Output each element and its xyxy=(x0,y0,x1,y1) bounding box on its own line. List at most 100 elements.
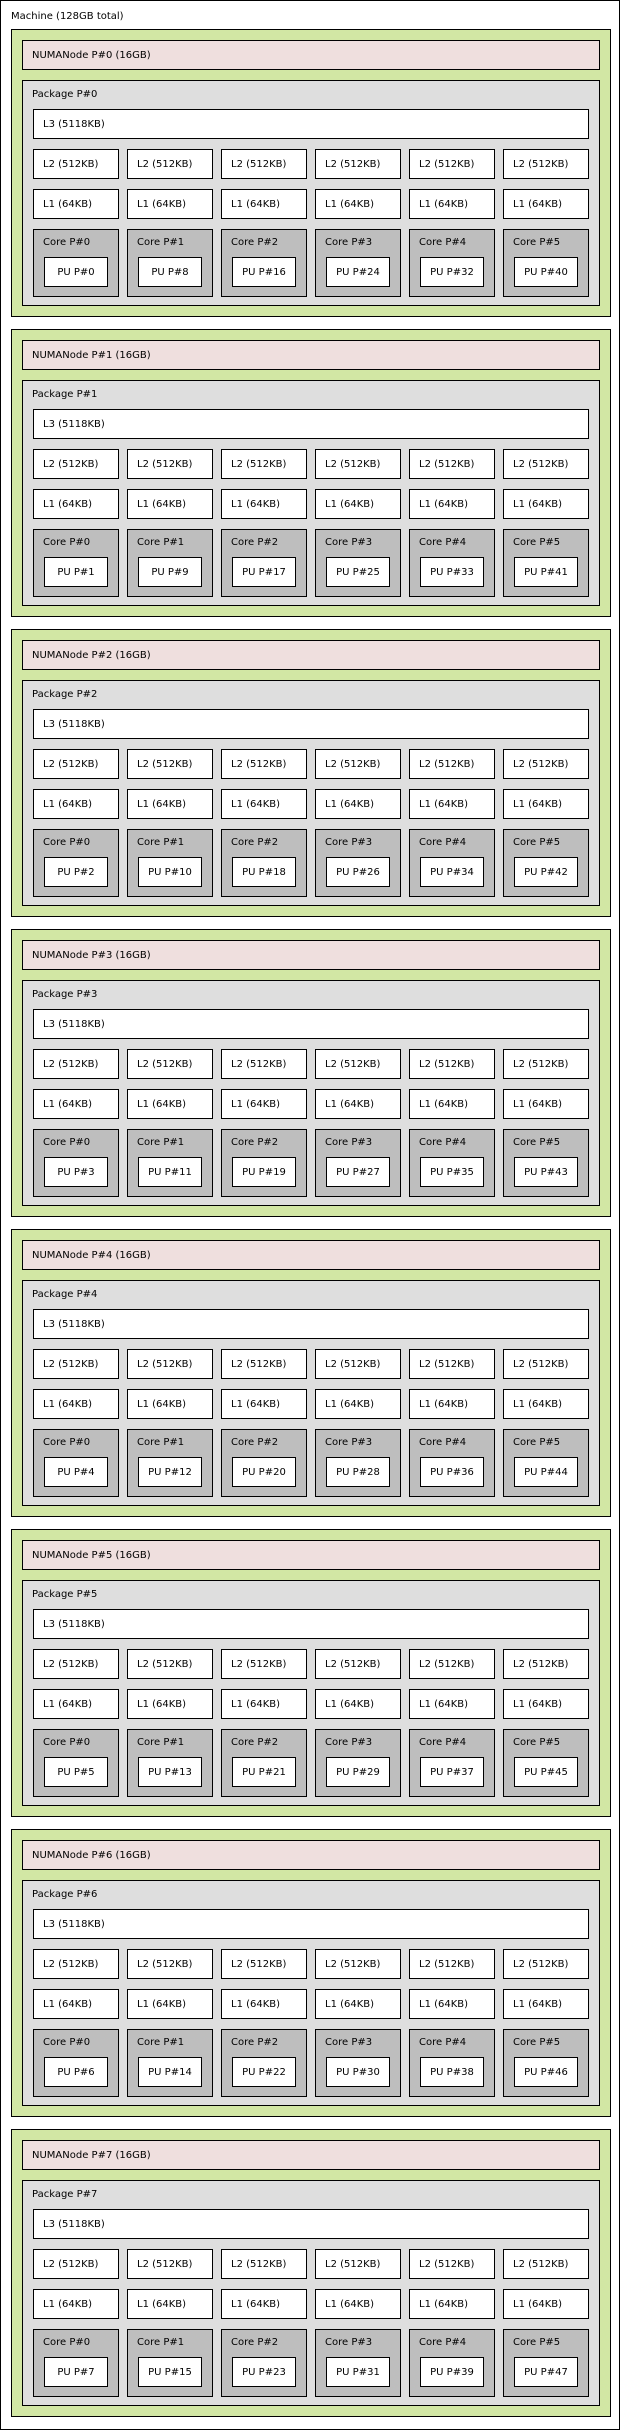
l2-cache[interactable]: L2 (512KB) xyxy=(503,1349,589,1379)
l2-cache[interactable]: L2 (512KB) xyxy=(503,749,589,779)
pu-box[interactable]: PU P#24 xyxy=(326,257,390,287)
l1-cache[interactable]: L1 (64KB) xyxy=(221,489,307,519)
l3-cache[interactable]: L3 (5118KB) xyxy=(33,109,589,139)
l3-cache[interactable]: L3 (5118KB) xyxy=(33,1909,589,1939)
pu-box[interactable]: PU P#19 xyxy=(232,1157,296,1187)
pu-box[interactable]: PU P#17 xyxy=(232,557,296,587)
pu-box[interactable]: PU P#8 xyxy=(138,257,202,287)
l1-cache[interactable]: L1 (64KB) xyxy=(409,1989,495,2019)
l2-cache[interactable]: L2 (512KB) xyxy=(315,1649,401,1679)
l1-cache[interactable]: L1 (64KB) xyxy=(33,1089,119,1119)
l1-cache[interactable]: L1 (64KB) xyxy=(127,2289,213,2319)
l2-cache[interactable]: L2 (512KB) xyxy=(315,1949,401,1979)
pu-box[interactable]: PU P#4 xyxy=(44,1457,108,1487)
l1-cache[interactable]: L1 (64KB) xyxy=(315,489,401,519)
pu-box[interactable]: PU P#40 xyxy=(514,257,578,287)
l1-cache[interactable]: L1 (64KB) xyxy=(221,1689,307,1719)
pu-box[interactable]: PU P#15 xyxy=(138,2357,202,2387)
pu-box[interactable]: PU P#32 xyxy=(420,257,484,287)
l1-cache[interactable]: L1 (64KB) xyxy=(503,489,589,519)
l1-cache[interactable]: L1 (64KB) xyxy=(33,1989,119,2019)
l2-cache[interactable]: L2 (512KB) xyxy=(315,149,401,179)
l2-cache[interactable]: L2 (512KB) xyxy=(33,449,119,479)
pu-box[interactable]: PU P#30 xyxy=(326,2057,390,2087)
l1-cache[interactable]: L1 (64KB) xyxy=(315,1689,401,1719)
l2-cache[interactable]: L2 (512KB) xyxy=(409,1049,495,1079)
l2-cache[interactable]: L2 (512KB) xyxy=(221,1349,307,1379)
pu-box[interactable]: PU P#39 xyxy=(420,2357,484,2387)
l2-cache[interactable]: L2 (512KB) xyxy=(33,749,119,779)
l2-cache[interactable]: L2 (512KB) xyxy=(315,449,401,479)
l1-cache[interactable]: L1 (64KB) xyxy=(315,189,401,219)
pu-box[interactable]: PU P#42 xyxy=(514,857,578,887)
l2-cache[interactable]: L2 (512KB) xyxy=(315,1049,401,1079)
l2-cache[interactable]: L2 (512KB) xyxy=(409,2249,495,2279)
l2-cache[interactable]: L2 (512KB) xyxy=(503,1949,589,1979)
l2-cache[interactable]: L2 (512KB) xyxy=(33,1349,119,1379)
l3-cache[interactable]: L3 (5118KB) xyxy=(33,409,589,439)
pu-box[interactable]: PU P#21 xyxy=(232,1757,296,1787)
l1-cache[interactable]: L1 (64KB) xyxy=(221,789,307,819)
pu-box[interactable]: PU P#27 xyxy=(326,1157,390,1187)
l2-cache[interactable]: L2 (512KB) xyxy=(221,1949,307,1979)
l2-cache[interactable]: L2 (512KB) xyxy=(127,749,213,779)
pu-box[interactable]: PU P#12 xyxy=(138,1457,202,1487)
pu-box[interactable]: PU P#10 xyxy=(138,857,202,887)
l3-cache[interactable]: L3 (5118KB) xyxy=(33,2209,589,2239)
l2-cache[interactable]: L2 (512KB) xyxy=(33,1649,119,1679)
l2-cache[interactable]: L2 (512KB) xyxy=(221,2249,307,2279)
l2-cache[interactable]: L2 (512KB) xyxy=(503,1049,589,1079)
l2-cache[interactable]: L2 (512KB) xyxy=(127,449,213,479)
pu-box[interactable]: PU P#11 xyxy=(138,1157,202,1187)
pu-box[interactable]: PU P#44 xyxy=(514,1457,578,1487)
l1-cache[interactable]: L1 (64KB) xyxy=(409,789,495,819)
l2-cache[interactable]: L2 (512KB) xyxy=(33,1049,119,1079)
l2-cache[interactable]: L2 (512KB) xyxy=(221,449,307,479)
l1-cache[interactable]: L1 (64KB) xyxy=(315,789,401,819)
l2-cache[interactable]: L2 (512KB) xyxy=(503,1649,589,1679)
pu-box[interactable]: PU P#47 xyxy=(514,2357,578,2387)
l2-cache[interactable]: L2 (512KB) xyxy=(315,2249,401,2279)
l1-cache[interactable]: L1 (64KB) xyxy=(221,2289,307,2319)
l2-cache[interactable]: L2 (512KB) xyxy=(409,1349,495,1379)
l3-cache[interactable]: L3 (5118KB) xyxy=(33,1609,589,1639)
l2-cache[interactable]: L2 (512KB) xyxy=(503,449,589,479)
l1-cache[interactable]: L1 (64KB) xyxy=(409,1389,495,1419)
l1-cache[interactable]: L1 (64KB) xyxy=(409,1689,495,1719)
pu-box[interactable]: PU P#6 xyxy=(44,2057,108,2087)
l1-cache[interactable]: L1 (64KB) xyxy=(503,1989,589,2019)
l2-cache[interactable]: L2 (512KB) xyxy=(503,2249,589,2279)
l2-cache[interactable]: L2 (512KB) xyxy=(127,1949,213,1979)
l1-cache[interactable]: L1 (64KB) xyxy=(503,1089,589,1119)
l1-cache[interactable]: L1 (64KB) xyxy=(127,189,213,219)
l2-cache[interactable]: L2 (512KB) xyxy=(315,749,401,779)
l1-cache[interactable]: L1 (64KB) xyxy=(315,2289,401,2319)
pu-box[interactable]: PU P#3 xyxy=(44,1157,108,1187)
l2-cache[interactable]: L2 (512KB) xyxy=(409,1649,495,1679)
l1-cache[interactable]: L1 (64KB) xyxy=(503,789,589,819)
pu-box[interactable]: PU P#28 xyxy=(326,1457,390,1487)
pu-box[interactable]: PU P#35 xyxy=(420,1157,484,1187)
